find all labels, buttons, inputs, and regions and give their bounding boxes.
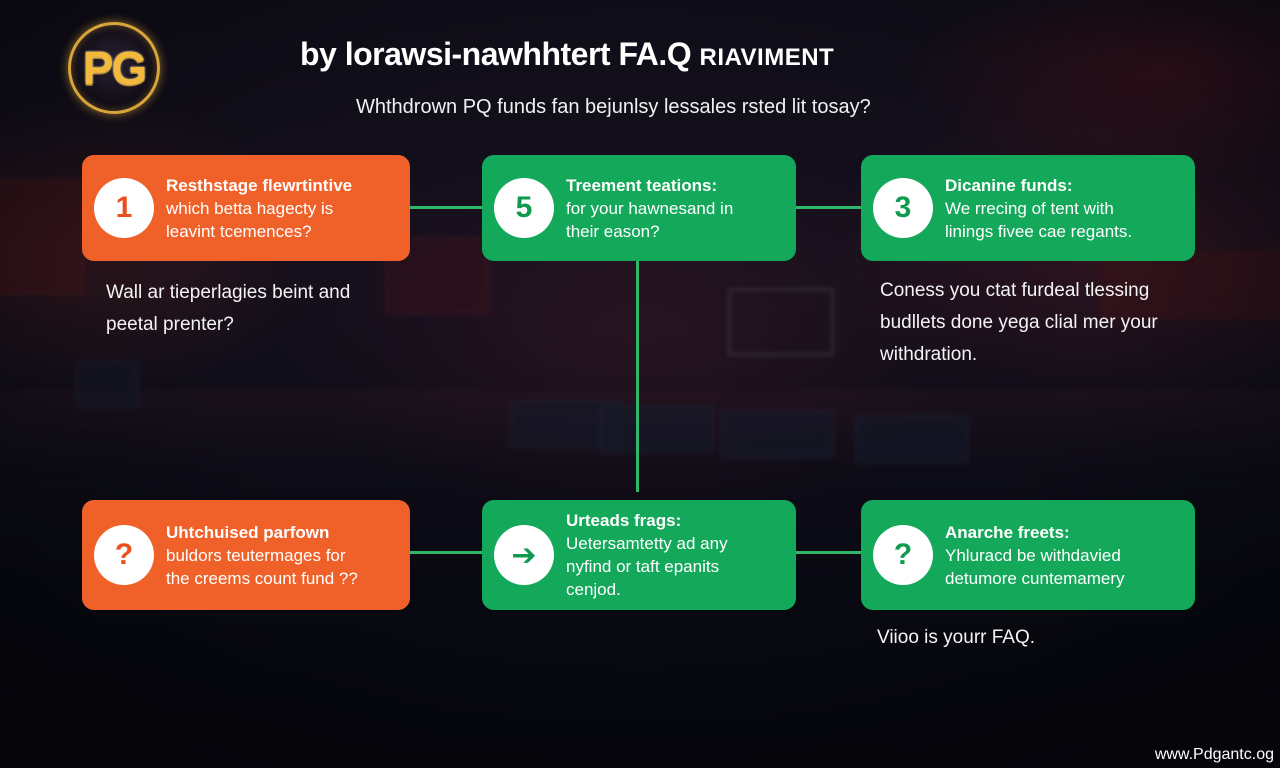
connector-line — [796, 551, 861, 554]
faq-card-1[interactable]: 1 Resthstage flewrtintive which betta ha… — [82, 155, 410, 261]
card-title: Anarche freets: — [945, 522, 1070, 542]
question-icon: ? — [94, 525, 154, 585]
card-line: We rrecing of tent with — [945, 198, 1114, 218]
card-line: for your hawnesand in — [566, 198, 734, 218]
card-line: the creems count fund ?? — [166, 568, 358, 588]
faq-card-2[interactable]: 5 Treement teations: for your hawnesand … — [482, 155, 796, 261]
card-title: Dicanine funds: — [945, 175, 1073, 195]
note-line: budllets done yega clial mer your — [880, 312, 1158, 333]
note-left: Wall ar tieperlagies beint and peetal pr… — [106, 277, 350, 341]
card-line: detumore cuntemamery — [945, 568, 1125, 588]
card-line: Uetersamtetty ad any — [566, 534, 728, 553]
card-line: cenjod. — [566, 580, 621, 599]
logo-text: PG — [82, 42, 147, 94]
card-line: which betta hagecty is — [166, 198, 334, 218]
title-main: by lorawsi-nawhhtert FA.Q — [300, 36, 692, 72]
note-line: Wall ar tieperlagies beint and — [106, 282, 351, 303]
card-line: their eason? — [566, 221, 660, 241]
faq-card-6[interactable]: ? Anarche freets: Yhluracd be withdavied… — [861, 500, 1195, 610]
page-subtitle: Whthdrown PQ funds fan bejunlsy lessales… — [356, 96, 871, 118]
connector-line — [410, 206, 482, 209]
note-line: Viioo is yourr FAQ. — [877, 627, 1036, 648]
faq-card-3[interactable]: 3 Dicanine funds: We rrecing of tent wit… — [861, 155, 1195, 261]
step-badge: 5 — [494, 178, 554, 238]
footer-url[interactable]: www.Pdgantc.og — [1154, 746, 1274, 763]
card-title: Resthstage flewrtintive — [166, 175, 353, 195]
note-right: Coness you ctat furdeal tlessing budllet… — [880, 275, 1158, 371]
card-title: Uhtchuised parfown — [166, 522, 330, 542]
connector-line — [796, 206, 861, 209]
faq-card-5[interactable]: ➔ Urteads frags: Uetersamtetty ad any ny… — [482, 500, 796, 610]
faq-card-4[interactable]: ? Uhtchuised parfown buldors teutermages… — [82, 500, 410, 610]
arrow-right-icon: ➔ — [494, 525, 554, 585]
card-title: Urteads frags: — [566, 511, 682, 530]
card-line: nyfind or taft epanits — [566, 557, 720, 576]
note-bottom: Viioo is yourr FAQ. — [877, 622, 1035, 654]
brand-logo: PG — [68, 22, 160, 114]
question-icon: ? — [873, 525, 933, 585]
note-line: withdration. — [880, 344, 978, 365]
note-line: peetal prenter? — [106, 314, 234, 335]
card-line: leavint tcemences? — [166, 221, 312, 241]
note-line: Coness you ctat furdeal tlessing — [880, 280, 1150, 301]
page-title: by lorawsi-nawhhtert FA.Q RIAVIMENT — [300, 36, 980, 73]
card-line: Yhluracd be withdavied — [945, 545, 1121, 565]
connector-line — [410, 551, 482, 554]
card-line: linings fivee cae regants. — [945, 221, 1133, 241]
step-badge: 1 — [94, 178, 154, 238]
step-badge: 3 — [873, 178, 933, 238]
card-line: buldors teutermages for — [166, 545, 346, 565]
card-title: Treement teations: — [566, 175, 718, 195]
title-suffix: RIAVIMENT — [699, 44, 835, 71]
connector-line — [636, 260, 639, 492]
